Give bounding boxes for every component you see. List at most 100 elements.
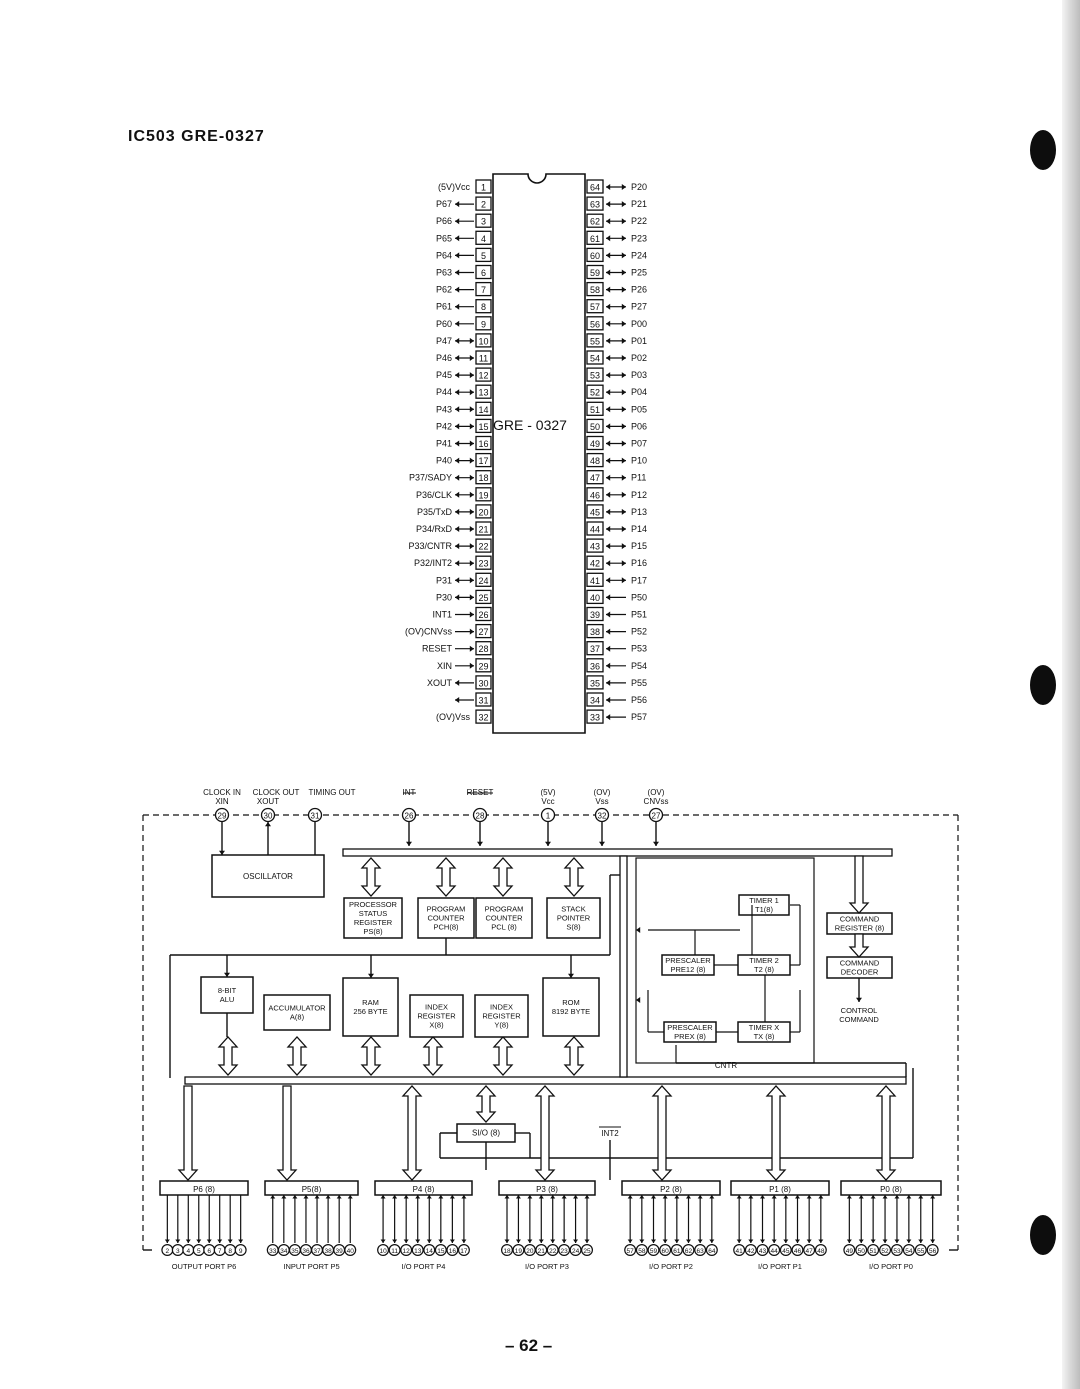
arrow-head xyxy=(515,1239,521,1243)
pin-label: (5V)Vcc xyxy=(438,182,471,192)
arrow-head xyxy=(527,1239,533,1243)
arrow-head xyxy=(469,474,474,481)
port-pin-number: 14 xyxy=(426,1248,434,1255)
box-label: PRESCALER xyxy=(665,956,711,965)
arrow-head xyxy=(653,841,659,846)
pin-box xyxy=(586,470,604,485)
box-label: SI/O (8) xyxy=(472,1129,500,1138)
arrow-head xyxy=(930,1195,936,1199)
port-pin-circle xyxy=(670,1243,683,1256)
arrow-head xyxy=(606,560,611,567)
pin-label: INT1 xyxy=(432,610,452,620)
port-pin-circle xyxy=(569,1243,582,1256)
pin-label: P02 xyxy=(631,353,647,363)
box-label: REGISTER (8) xyxy=(835,924,885,933)
signal-sublabel: Vcc xyxy=(541,797,554,806)
pin-box xyxy=(475,299,492,314)
box-label: ROM xyxy=(562,998,580,1007)
pin-number: 23 xyxy=(478,559,488,569)
arrow-head xyxy=(469,372,474,379)
box-label: STACK xyxy=(561,905,585,914)
arrow-head xyxy=(709,1195,715,1199)
pin-label: P17 xyxy=(631,575,647,585)
pin-label: P37/SADY xyxy=(409,473,452,483)
pin-box xyxy=(586,623,604,639)
box-label: INDEX xyxy=(425,1003,448,1012)
arrow-head xyxy=(455,286,460,293)
port-pin-number: 15 xyxy=(437,1248,445,1255)
signal-label: (5V) xyxy=(540,788,555,797)
arrow-head xyxy=(568,973,574,978)
port-bus-arrow xyxy=(875,1085,897,1181)
pin-label: P64 xyxy=(436,250,452,260)
port-pin-circle xyxy=(733,1243,746,1256)
arrow-head xyxy=(621,508,626,515)
pin-number: 33 xyxy=(590,713,600,723)
arrow-head xyxy=(606,697,611,703)
pin-label: P25 xyxy=(631,268,647,278)
arrow-head xyxy=(606,526,611,532)
arrow-head xyxy=(918,1195,924,1199)
arrow-head xyxy=(469,423,474,430)
arrow-head xyxy=(760,1195,765,1199)
port-register-label: P3 (8) xyxy=(536,1185,558,1194)
box-label: PROCESSOR xyxy=(349,900,398,909)
port-pin-circle xyxy=(814,1243,827,1256)
arrow-head xyxy=(455,269,460,276)
port-pin-number: 43 xyxy=(759,1248,767,1255)
bidirectional-arrow xyxy=(360,857,382,897)
port-pin-number: 23 xyxy=(561,1248,569,1255)
arrow-head xyxy=(736,1195,742,1199)
arrow-head xyxy=(771,1195,777,1199)
arrow-head xyxy=(455,560,460,567)
pin-label: P52 xyxy=(631,627,647,637)
pin-label: P30 xyxy=(436,592,452,602)
port-pin-number: 3 xyxy=(176,1248,180,1255)
pin-box xyxy=(475,692,492,707)
pin-box xyxy=(475,589,492,605)
arrow-head xyxy=(606,440,611,447)
port-pin-circle xyxy=(768,1243,781,1256)
arrow-head xyxy=(606,320,611,327)
pin-number: 60 xyxy=(590,251,600,261)
port-pin-number: 11 xyxy=(391,1248,398,1255)
arrow-head xyxy=(606,201,611,208)
pin-number: 18 xyxy=(478,473,488,483)
pin-box xyxy=(475,333,492,348)
processor-status-register xyxy=(343,897,403,939)
arrow-head xyxy=(621,184,626,190)
arrow-head xyxy=(606,611,611,618)
pin-circle xyxy=(307,807,323,823)
arrow-head xyxy=(606,372,611,379)
arrow-head xyxy=(270,1195,276,1199)
port-pin-number: 20 xyxy=(526,1248,534,1255)
pin-label: P60 xyxy=(436,319,452,329)
arrow-head xyxy=(455,423,460,430)
arrow-head xyxy=(196,1239,202,1243)
arrow-head xyxy=(606,355,611,361)
pin-box xyxy=(475,658,492,673)
pin-box xyxy=(586,367,604,382)
pin-box xyxy=(586,606,604,622)
binder-hole-top xyxy=(1030,130,1056,170)
arrow-head xyxy=(545,841,551,846)
arrow-head xyxy=(455,474,460,481)
arrow-head xyxy=(795,1195,800,1199)
port-pin-number: 39 xyxy=(336,1248,344,1255)
arrow-head xyxy=(771,1239,777,1243)
pin-box xyxy=(586,196,604,211)
port-pin-number: 10 xyxy=(379,1248,387,1255)
arrow-head xyxy=(455,594,460,601)
pin-number: 63 xyxy=(590,200,600,210)
arrow-head xyxy=(882,1195,888,1199)
pin-box xyxy=(475,316,492,331)
arrow-head xyxy=(469,543,474,550)
pin-number: 13 xyxy=(478,388,488,398)
signal-sublabel: XIN xyxy=(215,797,229,806)
port-pin-circle xyxy=(705,1243,718,1256)
arrow-head xyxy=(336,1195,342,1199)
port-pin-circle xyxy=(535,1243,548,1256)
pin-box xyxy=(586,247,604,263)
pin-box xyxy=(586,179,604,194)
